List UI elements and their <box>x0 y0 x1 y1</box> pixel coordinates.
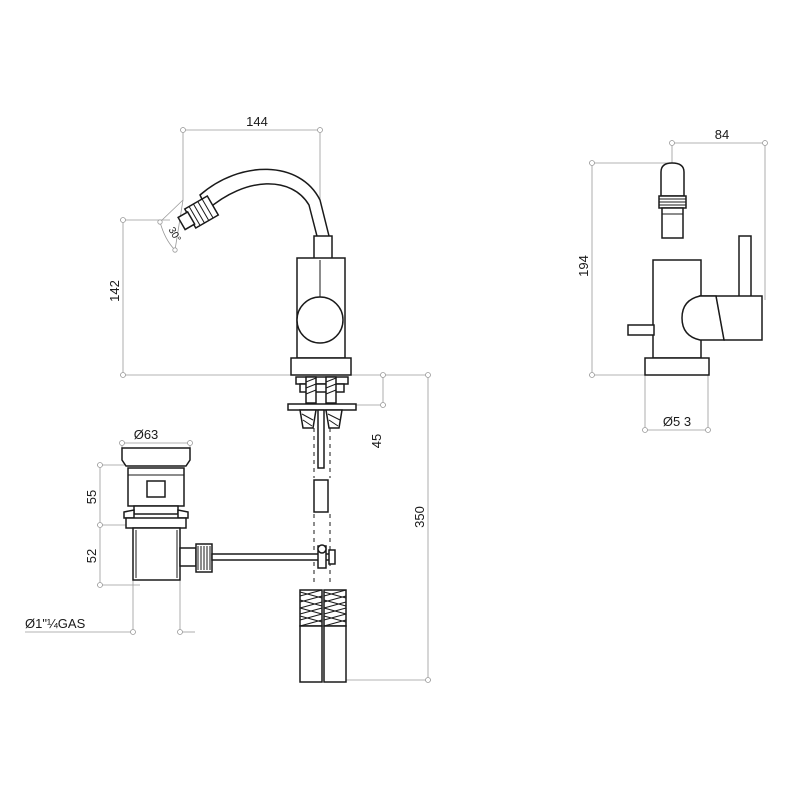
braided-hose-left <box>299 589 323 683</box>
thread-label: Ø1"¼GAS <box>25 616 86 631</box>
waste-body <box>132 527 181 581</box>
flex-hoses <box>299 428 347 683</box>
depth-84-label: 84 <box>715 127 729 142</box>
hole-53-label: Ø5 3 <box>663 414 691 429</box>
front-view-dimensions: 144 142 30° 45 350 <box>107 114 431 683</box>
height-52-label: 52 <box>84 549 99 563</box>
waste-plug <box>121 447 191 467</box>
base-plate <box>290 357 352 376</box>
side-view-dimensions: 84 194 Ø5 3 <box>576 127 768 433</box>
handle-knob <box>296 296 344 344</box>
pull-rod <box>211 553 335 561</box>
fixing-stud <box>305 376 337 404</box>
side-nozzle <box>660 162 685 197</box>
aerator-nozzle <box>177 194 220 231</box>
front-view-mixer <box>177 168 357 469</box>
spout <box>199 168 331 241</box>
side-lever <box>738 235 752 299</box>
thickness-45-label: 45 <box>369 434 384 448</box>
height-55-label: 55 <box>84 490 99 504</box>
side-view-mixer <box>627 162 763 376</box>
braided-hose-right <box>323 589 347 683</box>
height-194-label: 194 <box>576 255 591 277</box>
waste-assembly: Ø63 55 52 Ø1"¼GAS <box>25 427 336 635</box>
height-142-label: 142 <box>107 280 122 302</box>
length-350-label: 350 <box>412 506 427 528</box>
side-base <box>644 357 710 376</box>
diameter-63-label: Ø63 <box>134 427 159 442</box>
width-144-label: 144 <box>246 114 268 129</box>
